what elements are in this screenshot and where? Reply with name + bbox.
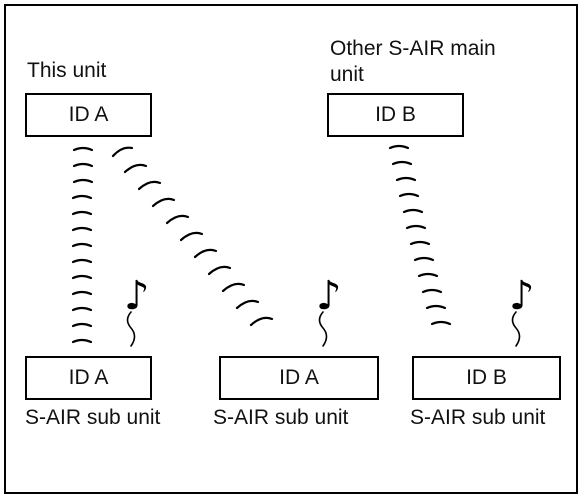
squiggle-1 (126, 311, 136, 347)
wave-stack-diagonal-a (111, 146, 274, 327)
other-main-unit-caption-line1: Other S-AIR main (330, 37, 496, 60)
sub-unit-box-3: ID B (412, 356, 561, 400)
sub-unit-box-1: ID A (25, 356, 152, 400)
this-unit-caption: This unit (27, 59, 107, 82)
music-note-icon: ♪ (509, 273, 535, 319)
sub-unit-box-2: ID A (219, 356, 379, 400)
music-note-icon: ♪ (124, 273, 150, 319)
other-main-unit-caption-line2: unit (330, 63, 364, 86)
wave-stack-vertical-a (71, 146, 94, 344)
wave-stack-b (388, 144, 452, 326)
main-unit-box-this: ID A (25, 93, 152, 137)
sub-unit-caption-3: S-AIR sub unit (410, 406, 546, 429)
diagram-frame (4, 4, 578, 494)
squiggle-2 (318, 311, 328, 347)
sub-unit-caption-1: S-AIR sub unit (25, 406, 161, 429)
squiggle-3 (511, 311, 521, 347)
main-unit-box-other: ID B (327, 93, 464, 137)
music-note-icon: ♪ (316, 273, 342, 319)
sub-unit-caption-2: S-AIR sub unit (213, 406, 349, 429)
